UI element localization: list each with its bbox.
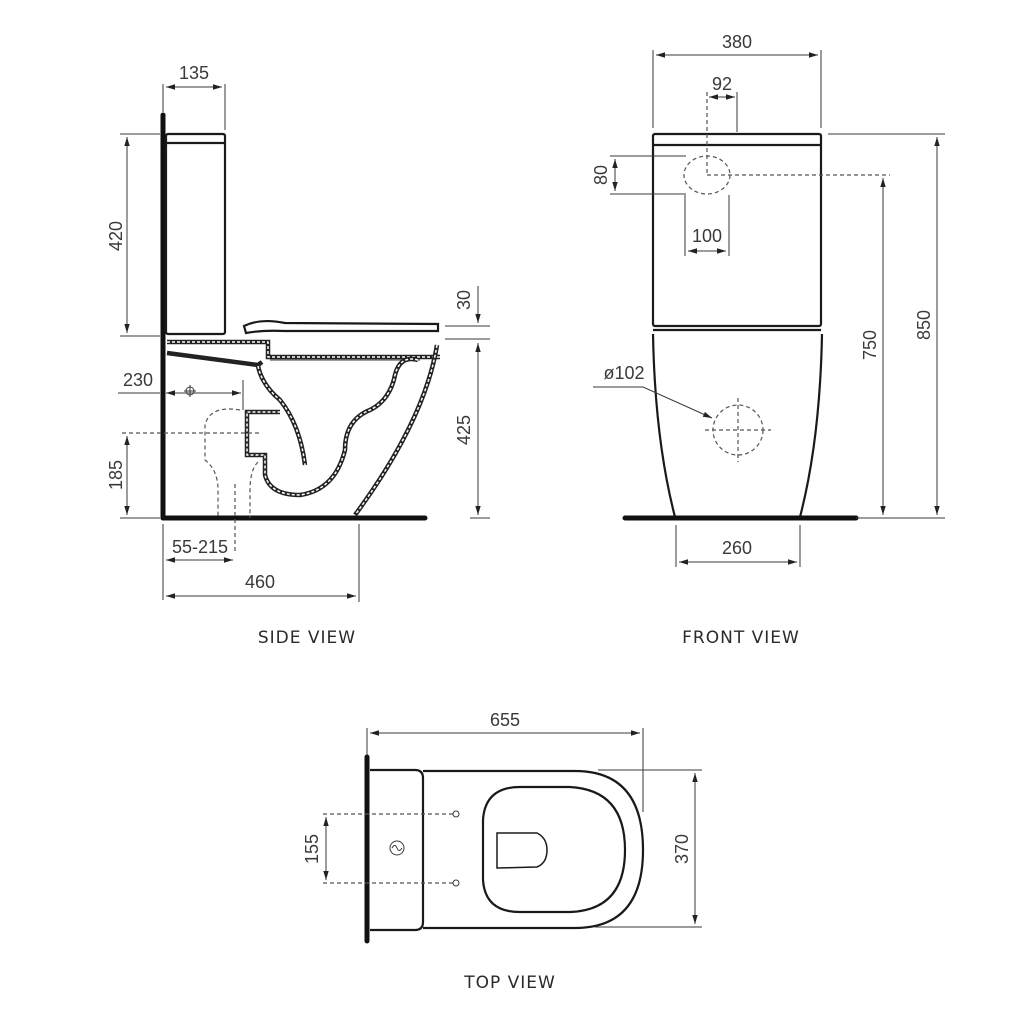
seat-opening: [481, 785, 627, 914]
top-view: 655 155 370 TOP VIEW: [302, 710, 702, 993]
cistern-front: [651, 132, 823, 328]
side-view-label: SIDE VIEW: [258, 628, 356, 648]
seat: [242, 319, 440, 335]
dim-tank-height: 420: [106, 221, 126, 251]
fixing-point-icon: [452, 810, 460, 818]
bowl-trap: [244, 356, 419, 498]
dim-tank-depth: 135: [179, 63, 209, 83]
front-view: 380 92 80 100 ø102 750 850 260 FRONT VIE…: [591, 32, 945, 648]
flush-button-icon: [389, 840, 405, 856]
water-surface: [496, 832, 548, 869]
pan-front: [651, 333, 824, 518]
outlet-dashed: [204, 408, 259, 518]
cistern-top: [370, 768, 425, 932]
dim-seat-thickness: 30: [454, 290, 474, 310]
dim-inlet-offset: 230: [123, 370, 153, 390]
pan-outer-wall: [353, 344, 440, 517]
dim-fixing-spacing: 155: [302, 834, 322, 864]
dim-waste-diameter: ø102: [603, 363, 644, 383]
dim-inlet-width-zone: 100: [692, 226, 722, 246]
dim-pan-height: 425: [454, 415, 474, 445]
dim-overall-height: 850: [914, 310, 934, 340]
dim-inlet-height: 750: [860, 330, 880, 360]
dim-outlet-height: 185: [106, 460, 126, 490]
dim-inlet-offset-front: 92: [712, 74, 732, 94]
dim-overall-depth: 460: [245, 572, 275, 592]
side-view: 135 420 30 425 230 185 55-215 460 SIDE V: [106, 63, 490, 648]
top-view-label: TOP VIEW: [463, 973, 556, 993]
dim-overall-length: 655: [490, 710, 520, 730]
front-view-label: FRONT VIEW: [682, 628, 800, 648]
fixing-point-icon: [452, 879, 460, 887]
dim-outlet-setout: 55-215: [172, 537, 228, 557]
dim-overall-width: 380: [722, 32, 752, 52]
dim-inlet-height-zone: 80: [591, 165, 611, 185]
dim-overall-width-top: 370: [672, 834, 692, 864]
dim-base-width: 260: [722, 538, 752, 558]
cistern: [164, 132, 227, 336]
pan-top: [423, 769, 645, 930]
